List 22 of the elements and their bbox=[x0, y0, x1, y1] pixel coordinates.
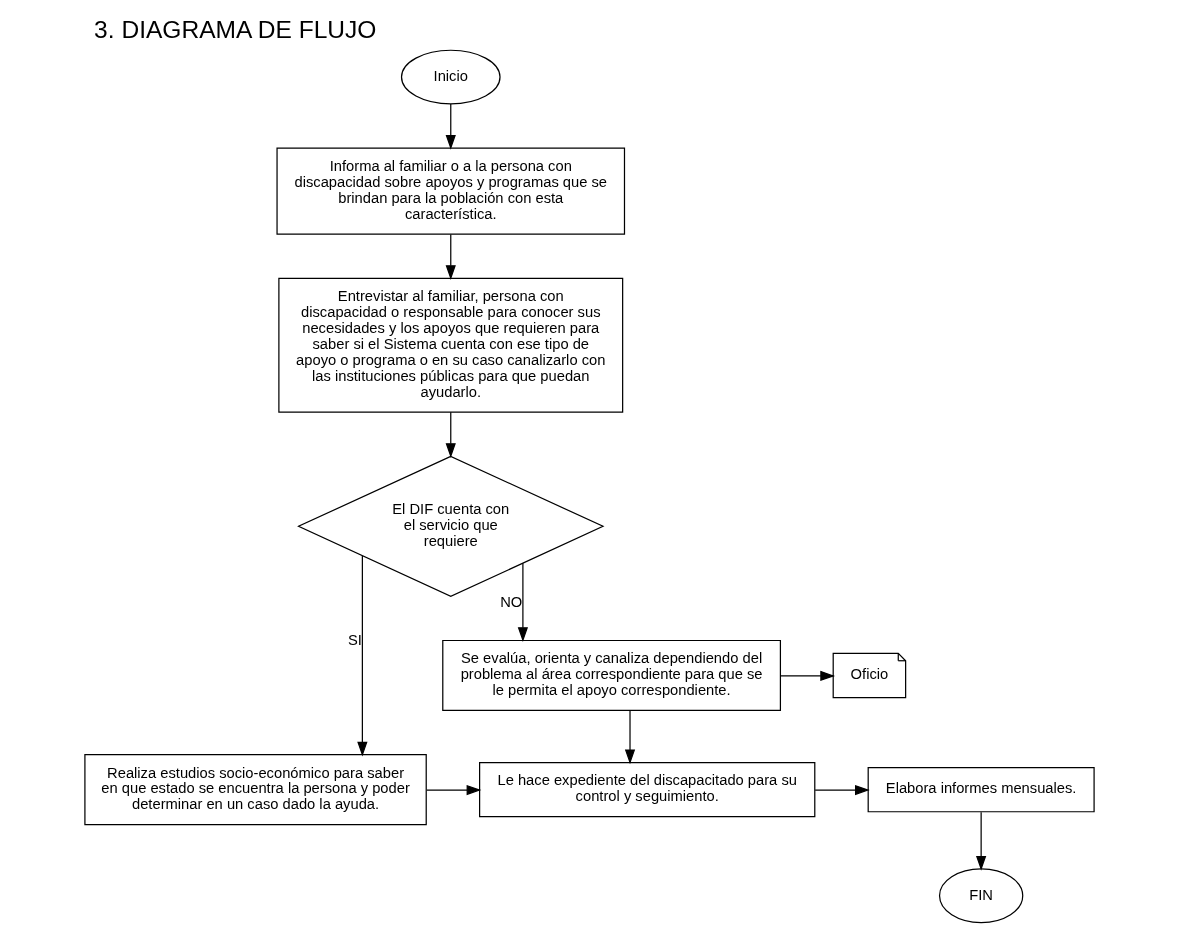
node-ellipse: FIN bbox=[938, 868, 1024, 924]
node-box: Elabora informes mensuales. bbox=[867, 766, 1095, 813]
node-box: Realiza estudios socio-económico para saber en que estado se encuentra la persona y poder determinar en un caso dado la ayuda. bbox=[84, 754, 427, 826]
node-ellipse: Inicio bbox=[400, 49, 501, 105]
arrow bbox=[357, 555, 368, 757]
arrow bbox=[426, 784, 482, 796]
arrow bbox=[624, 710, 636, 765]
arrow bbox=[445, 103, 456, 150]
node-box: Entrevistar al familiar, persona con discapacidad o responsable para conocer sus necesidades y los apoyos que requieren para saber si el Sistema cuenta con ese tipo de apoyo o programa o en su caso canalizarlo con las instituciones públicas para que puedan ayudarlo. bbox=[278, 277, 624, 413]
arrow bbox=[814, 784, 870, 796]
arrow bbox=[780, 670, 836, 682]
node-box: Le hace expediente del discapacitado para su control y seguimiento. bbox=[479, 762, 816, 818]
arrow bbox=[517, 562, 529, 642]
arrow bbox=[445, 233, 456, 280]
diagram-title: 3. DIAGRAMA DE FLUJO bbox=[94, 15, 377, 43]
node-box: Se evalúa, orienta y canaliza dependiendo del problema al área correspondiente para que se le permita el apoyo correspondiente. bbox=[442, 639, 782, 712]
arrow bbox=[445, 411, 456, 458]
edge-label: NO bbox=[500, 594, 523, 611]
edge-label: SI bbox=[348, 632, 362, 649]
node-box: Informa al familiar o a la persona con discapacidad sobre apoyos y programas que se brindan para la población con esta característica. bbox=[276, 147, 626, 235]
node-diamond: El DIF cuenta con el servicio que requiere bbox=[297, 455, 605, 597]
arrow bbox=[975, 811, 987, 871]
